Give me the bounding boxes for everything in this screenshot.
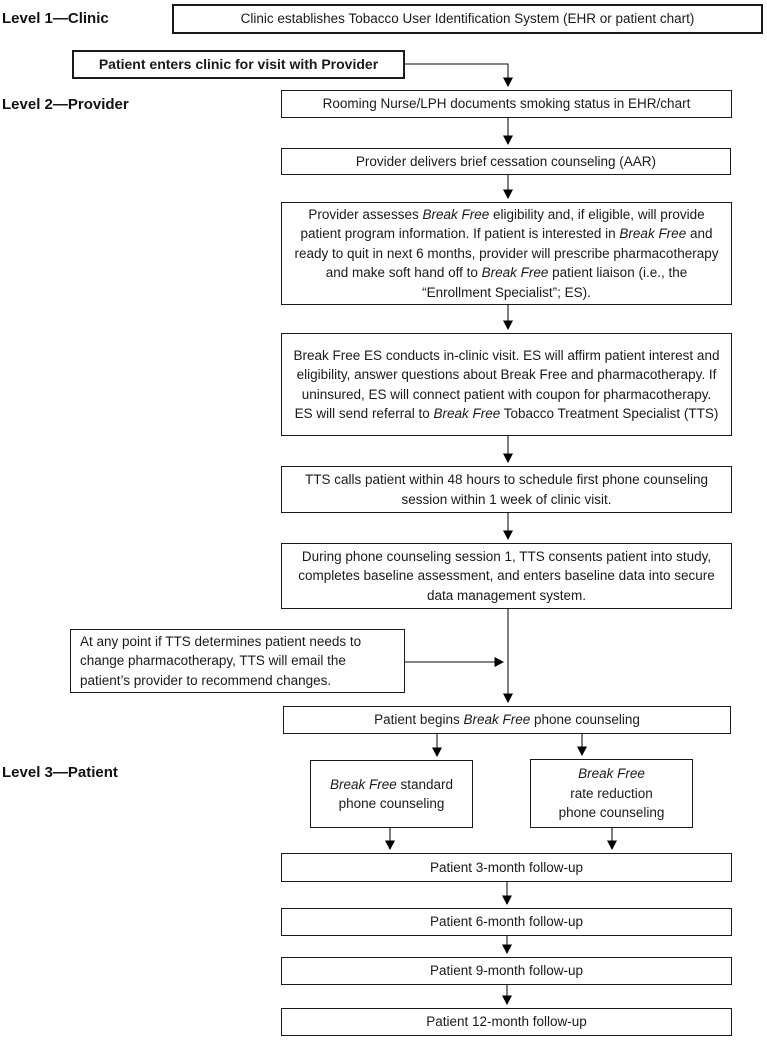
flow-node-standard-counseling: Break Free standard phone counseling xyxy=(310,760,473,828)
flow-node-es-clinic-visit: Break Free ES conducts in-clinic visit. … xyxy=(281,333,732,436)
flow-node-text: During phone counseling session 1, TTS c… xyxy=(298,548,715,603)
flow-node-text: Patient 3-month follow-up xyxy=(429,859,584,875)
flow-node-followup-6-month: Patient 6-month follow-up xyxy=(281,908,732,936)
flow-node-text: Patient 6-month follow-up xyxy=(429,914,584,930)
flow-node-clinic-system: Clinic establishes Tobacco User Identifi… xyxy=(172,4,763,34)
flow-node-followup-9-month: Patient 9-month follow-up xyxy=(281,957,732,985)
flow-node-text: Patient 9-month follow-up xyxy=(429,963,584,979)
flow-node-text: Patient 12-month follow-up xyxy=(426,1014,587,1030)
flow-node-text: Break Free standard phone counseling xyxy=(329,776,454,811)
label-level-2-provider: Level 2—Provider xyxy=(2,96,129,113)
flow-node-text: Rooming Nurse/LPH documents smoking stat… xyxy=(322,96,691,112)
label-level-1-clinic: Level 1—Clinic xyxy=(2,10,109,27)
flow-node-phone-session-1: During phone counseling session 1, TTS c… xyxy=(281,543,732,609)
flow-node-text: Clinic establishes Tobacco User Identifi… xyxy=(240,11,695,27)
flow-node-text: Patient enters clinic for visit with Pro… xyxy=(98,55,379,72)
flow-node-text: Provider assesses Break Free eligibility… xyxy=(294,206,719,300)
flow-node-patient-enters: Patient enters clinic for visit with Pro… xyxy=(72,50,405,79)
flow-node-text: Break Free ES conducts in-clinic visit. … xyxy=(293,347,720,421)
flow-node-text: Provider delivers brief cessation counse… xyxy=(355,153,657,169)
connector-enter-to-rooming xyxy=(405,63,513,87)
flow-node-brief-counseling: Provider delivers brief cessation counse… xyxy=(281,148,731,175)
flow-node-text: TTS calls patient within 48 hours to sch… xyxy=(305,472,708,507)
flow-node-tts-pharmacotherapy-note: At any point if TTS determines patient n… xyxy=(70,629,405,693)
flow-node-rooming-nurse: Rooming Nurse/LPH documents smoking stat… xyxy=(281,90,732,118)
flow-node-provider-assesses: Provider assesses Break Free eligibility… xyxy=(281,202,732,305)
flow-node-followup-3-month: Patient 3-month follow-up xyxy=(281,853,732,882)
flow-node-tts-calls: TTS calls patient within 48 hours to sch… xyxy=(281,466,732,513)
label-level-3-patient: Level 3—Patient xyxy=(2,764,118,781)
flow-node-begins-counseling: Patient begins Break Free phone counseli… xyxy=(283,706,731,734)
flow-node-followup-12-month: Patient 12-month follow-up xyxy=(281,1008,732,1036)
flow-node-text: At any point if TTS determines patient n… xyxy=(80,633,362,688)
flow-node-text: Patient begins Break Free phone counseli… xyxy=(374,712,640,728)
